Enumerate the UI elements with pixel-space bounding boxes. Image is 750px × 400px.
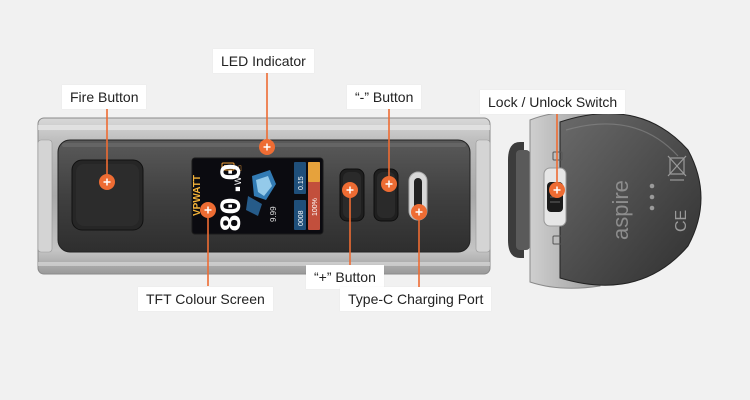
label-fire-button: Fire Button (62, 85, 147, 109)
marker-tft (200, 202, 216, 218)
tft-screen-shape: ▯ VPWATT 80.0 W 9.99 0.15 0008 100% (191, 157, 324, 235)
leader-lines (106, 73, 558, 288)
screen-battery-text: 100% (312, 198, 319, 216)
marker-lock (549, 182, 565, 198)
callout-markers (99, 139, 565, 220)
label-minus-button: “-” Button (347, 85, 422, 109)
marker-typec (411, 204, 427, 220)
unlock-icon (552, 235, 563, 245)
label-plus-button: “+” Button (306, 265, 384, 289)
screen-puffs-text: 0008 (298, 210, 305, 226)
ce-mark-text: CE (673, 210, 690, 232)
screen-voltage-text: 9.99 (269, 206, 278, 222)
svg-text:▯: ▯ (238, 165, 242, 172)
label-tft-colour-screen: TFT Colour Screen (138, 287, 273, 311)
screen-mode-text: VPWATT (192, 175, 203, 216)
label-led-indicator: LED Indicator (213, 49, 314, 73)
side-brand-text: aspire (608, 180, 633, 240)
marker-plus (342, 182, 358, 198)
device-front-view: ▯ VPWATT 80.0 W 9.99 0.15 0008 100% (37, 117, 491, 275)
screen-resistance-text: 0.15 (298, 176, 305, 190)
label-lock-unlock-switch: Lock / Unlock Switch (480, 90, 626, 114)
label-type-c-charging-port: Type-C Charging Port (340, 287, 492, 311)
marker-minus (381, 176, 397, 192)
weee-bin-icon (667, 155, 687, 181)
marker-fire (99, 174, 115, 190)
marker-led (259, 139, 275, 155)
device-side-view: aspire CE (508, 111, 702, 289)
screen-wattage-text: 80.0 (216, 164, 250, 232)
screen-unit-text: W (233, 176, 243, 185)
